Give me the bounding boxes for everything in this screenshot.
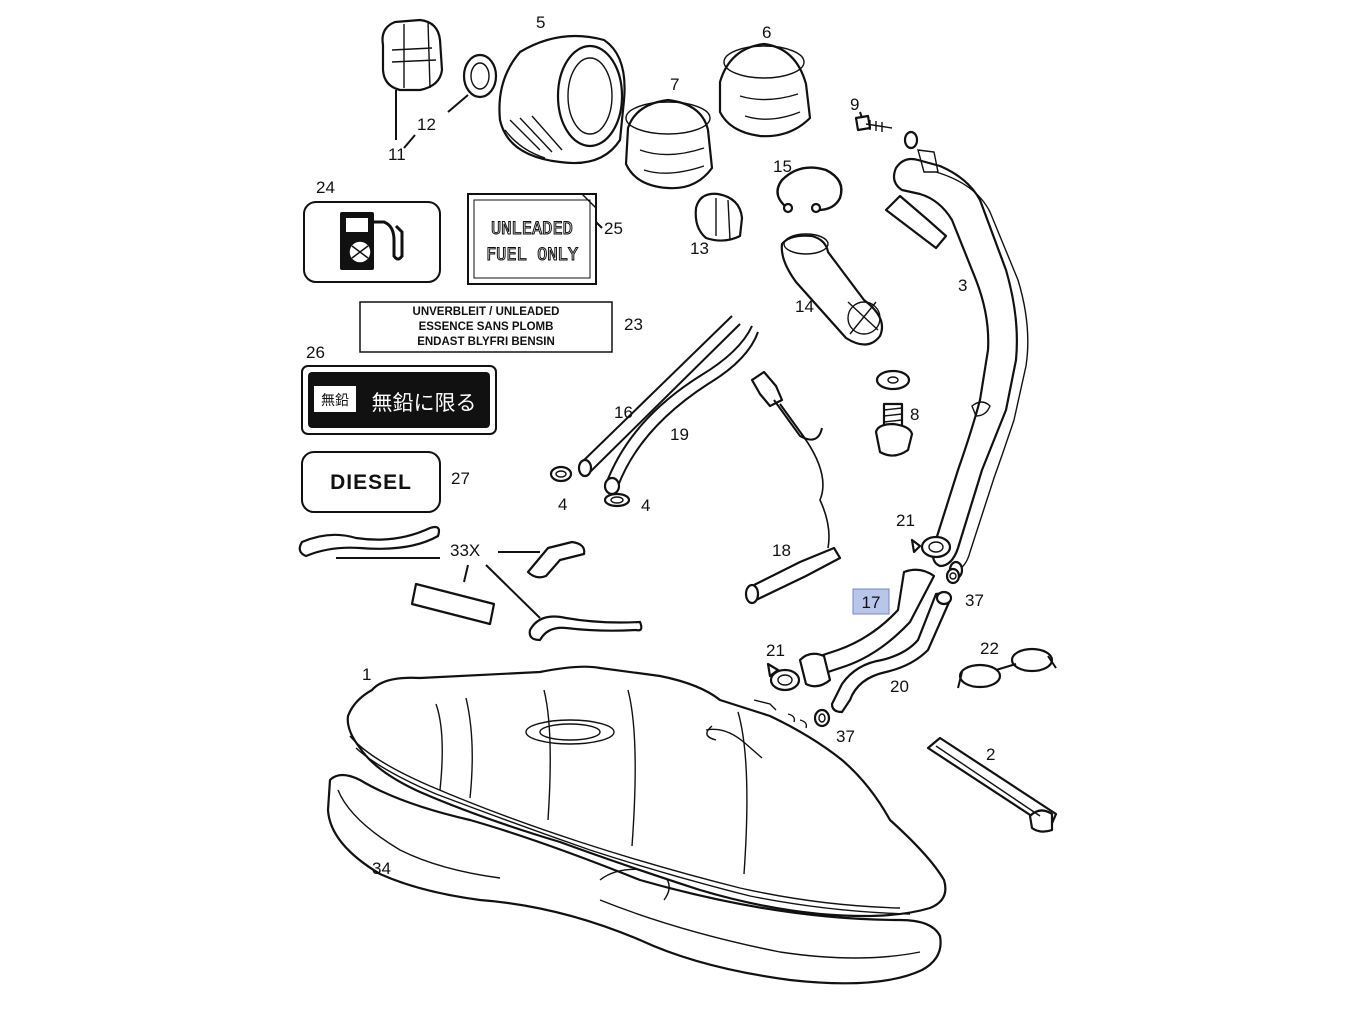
label-26-small-text: 無鉛 [321, 393, 349, 409]
part-12-seal-ring[interactable] [447, 53, 498, 113]
callout-37-lower: 37 [836, 727, 855, 746]
callout-11: 11 [388, 145, 406, 164]
callout-23: 23 [624, 315, 643, 334]
callout-14: 14 [795, 297, 814, 316]
callout-4-left: 4 [558, 495, 567, 514]
callout-12: 12 [417, 115, 436, 134]
callout-3: 3 [958, 276, 967, 295]
callout-15: 15 [773, 157, 792, 176]
part-13-clip[interactable] [694, 192, 744, 242]
callout-27: 27 [451, 469, 470, 488]
callout-7: 7 [670, 75, 679, 94]
callout-19: 19 [670, 425, 689, 444]
part-5-filler-housing[interactable] [498, 34, 626, 165]
label-23-multilanguage-unleaded[interactable]: UNVERBLEIT / UNLEADED ESSENCE SANS PLOMB… [359, 301, 613, 353]
part-6-boot[interactable] [718, 42, 812, 138]
part-37-ring-upper[interactable] [945, 567, 961, 585]
callout-1: 1 [362, 665, 371, 684]
label-27-text: DIESEL [330, 471, 412, 494]
callout-4-right: 4 [641, 496, 650, 515]
label-23-line-1: UNVERBLEIT / UNLEADED [413, 306, 560, 318]
callout-22: 22 [980, 639, 999, 658]
part-11-filler-cap[interactable] [381, 18, 444, 140]
part-2-edge-protector[interactable] [926, 736, 1058, 833]
part-1-fuel-tank[interactable] [346, 665, 947, 918]
callout-21-upper: 21 [896, 511, 915, 530]
label-27-diesel[interactable]: DIESEL [301, 451, 441, 513]
label-24-fuel-pump-pictogram[interactable] [303, 201, 441, 283]
part-19-vent-hose[interactable] [603, 325, 759, 496]
callout-26: 26 [306, 343, 325, 362]
callout-24: 24 [316, 178, 335, 197]
part-37-ring-lower[interactable] [813, 708, 831, 728]
callout-25: 25 [604, 219, 623, 238]
part-4-hose-clamp-right[interactable] [603, 492, 631, 508]
callout-21-lower: 21 [766, 641, 785, 660]
callout-16: 16 [614, 403, 633, 422]
part-15-circlip[interactable] [776, 166, 843, 214]
callout-33x: 33X [450, 541, 480, 560]
part-17-filler-hose[interactable] [798, 568, 936, 688]
label-23-line-3: ENDAST BLYFRI BENSIN [417, 336, 555, 348]
part-14-funnel[interactable] [780, 233, 884, 346]
callout-34: 34 [372, 859, 391, 878]
callout-20: 20 [890, 677, 909, 696]
part-4-hose-clamp-left[interactable] [549, 465, 573, 483]
callout-9: 9 [850, 95, 859, 114]
callout-13: 13 [690, 239, 709, 258]
part-21-clamp-lower[interactable] [766, 662, 801, 692]
callout-37-upper: 37 [965, 591, 984, 610]
part-8-bolt[interactable] [874, 369, 914, 457]
callout-6: 6 [762, 23, 771, 42]
part-9-screw[interactable] [854, 111, 919, 150]
callout-5: 5 [536, 13, 545, 32]
part-21-clamp-upper[interactable] [910, 535, 952, 559]
part-22-spring-clip[interactable] [957, 647, 1057, 689]
label-23-line-2: ESSENCE SANS PLOMB [419, 321, 554, 333]
label-26-main-text: 無鉛に限る [372, 391, 477, 415]
callout-18: 18 [772, 541, 791, 560]
part-20-vent-hose[interactable] [830, 590, 953, 714]
label-25-unleaded-fuel-only[interactable]: UNLEADED FUEL ONLY [467, 193, 597, 285]
label-25-line-1: UNLEADED [491, 219, 573, 239]
callout-17-highlight[interactable] [852, 588, 890, 615]
label-26-japanese-unleaded[interactable]: 無鉛 無鉛に限る [301, 365, 497, 435]
part-16-vent-hose[interactable] [577, 315, 741, 478]
callout-8: 8 [910, 405, 919, 424]
label-25-line-2: FUEL ONLY [486, 245, 578, 265]
part-34-tank-shield[interactable] [326, 773, 942, 985]
callout-2: 2 [986, 745, 995, 764]
part-33x-pads[interactable] [298, 525, 643, 642]
callout-17[interactable]: 17 [862, 593, 881, 612]
part-7-boot[interactable] [624, 98, 714, 190]
part-18-fuel-line[interactable] [744, 370, 842, 605]
